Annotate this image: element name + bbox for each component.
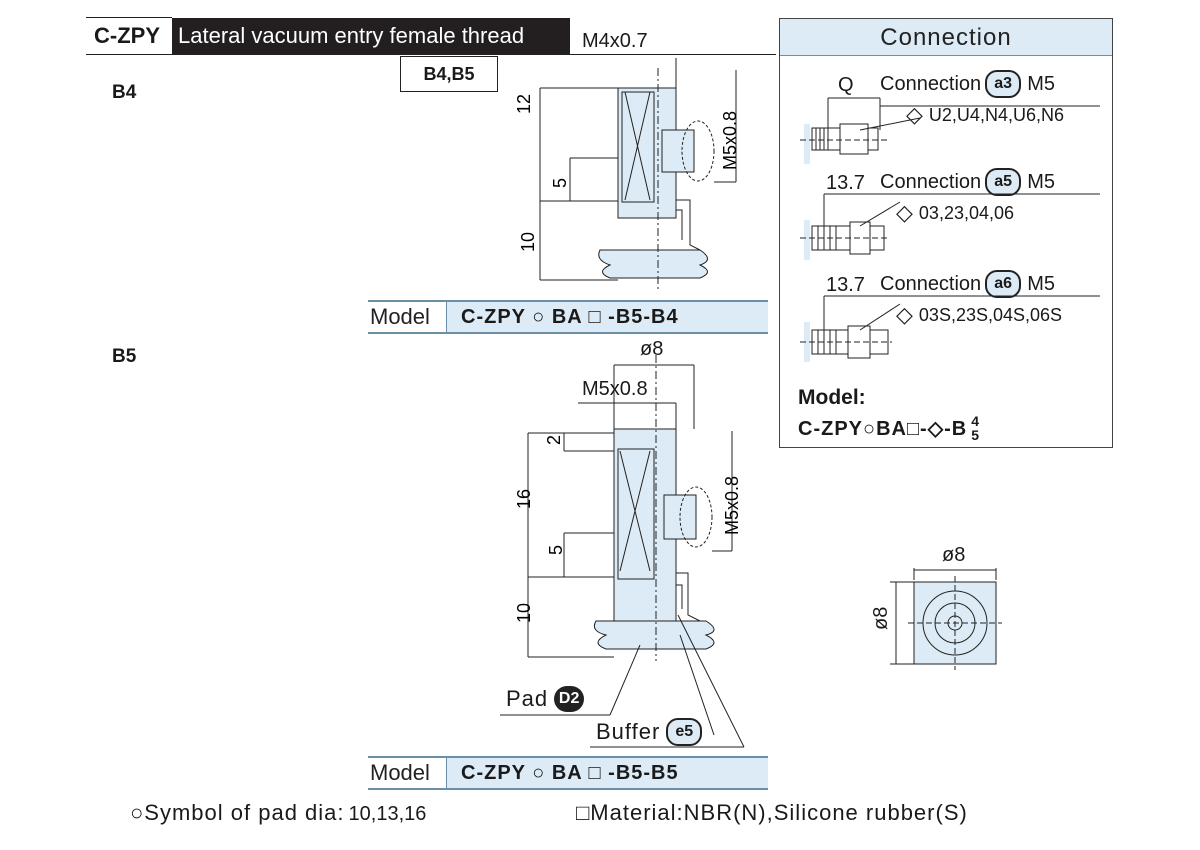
conn-1-title: Connection a3 M5 xyxy=(880,70,1055,98)
b5-dim-m5-side: M5x0.8 xyxy=(722,476,742,535)
b4-pad xyxy=(598,249,708,279)
conn-model-label: Model: xyxy=(798,386,866,409)
b5-dim-5: 5 xyxy=(546,545,566,555)
conn-2-options: 03,23,04,06 xyxy=(918,202,1015,223)
conn-1-options: U2,U4,N4,U6,N6 xyxy=(928,104,1064,125)
b4-cross-mark xyxy=(624,91,651,201)
b5-dim-dia: ø8 xyxy=(640,338,664,360)
diamond-icon: ◇ xyxy=(896,200,913,225)
pad-label: Pad xyxy=(506,686,549,711)
pad-callout: Pad D2 xyxy=(506,686,585,712)
b4-model-code: C-ZPY ○ BA □ -B5-B4 xyxy=(447,302,768,332)
header-product-code: C-ZPY xyxy=(86,18,168,54)
section-label-b4: B4 xyxy=(112,82,137,103)
conn-1-dim: Q xyxy=(838,74,854,96)
buffer-callout: Buffer e5 xyxy=(596,718,703,746)
b5-dim-16: 16 xyxy=(514,489,534,509)
b4-dim-5: 5 xyxy=(550,178,570,188)
connection-title: Connection xyxy=(780,19,1112,56)
conn-3-label: Connection xyxy=(880,272,982,295)
b4-model-bar: Model C-ZPY ○ BA □ -B5-B4 xyxy=(368,300,768,334)
section-label-b5: B5 xyxy=(112,346,137,367)
b4-dim-12: 12 xyxy=(514,94,534,114)
conn-3-dim: 13.7 xyxy=(826,274,865,296)
conn-model-sup: 4 xyxy=(971,413,979,429)
variant-badge: B4,B5 xyxy=(400,56,498,92)
b5-cross-mark xyxy=(619,450,651,572)
b5-port-ellipse xyxy=(679,486,713,548)
footer-pad-dia: ○Symbol of pad dia: 10,13,16 xyxy=(130,800,426,826)
top-view-dia-top: ø8 xyxy=(942,544,966,566)
conn-2-thread: M5 xyxy=(1027,170,1055,193)
conn-3-title: Connection a6 M5 xyxy=(880,270,1055,298)
conn-model-row: C-ZPY○BA□-◇-B 4 5 xyxy=(798,414,979,442)
diamond-icon: ◇ xyxy=(896,302,913,327)
buffer-label: Buffer xyxy=(596,719,661,744)
b4-dim-10: 10 xyxy=(518,232,538,252)
conn-2-title: Connection a5 M5 xyxy=(880,168,1055,196)
b5-drawing: 2 16 5 10 M5x0.8 xyxy=(500,355,745,748)
conn-1-label: Connection xyxy=(880,72,982,95)
conn-3-badge: a6 xyxy=(985,270,1022,298)
b4-dim-m4: M4x0.7 xyxy=(582,30,648,52)
b5-dim-10: 10 xyxy=(514,603,534,623)
footer-pad-values: 10,13,16 xyxy=(348,803,427,825)
conn-1-options-row: ◇ U2,U4,N4,U6,N6 xyxy=(906,102,1064,128)
b5-pad xyxy=(593,620,715,650)
b5-dim-2: 2 xyxy=(544,435,564,445)
b4-drawing: 12 5 10 M5x0.8 xyxy=(514,58,740,290)
top-view-drawing xyxy=(890,568,1002,670)
buffer-badge: e5 xyxy=(666,718,703,746)
b4-dim-m5: M5x0.8 xyxy=(720,111,740,170)
footer-pad-symbol: ○Symbol of pad dia: xyxy=(130,800,345,825)
conn-1-thread: M5 xyxy=(1027,72,1055,95)
b5-model-bar: Model C-ZPY ○ BA □ -B5-B5 xyxy=(368,756,768,790)
header-rule xyxy=(86,54,776,55)
conn-3-options: 03S,23S,04S,06S xyxy=(918,304,1063,325)
conn-2-badge: a5 xyxy=(985,168,1022,196)
header-top-rule xyxy=(86,17,172,18)
pad-badge: D2 xyxy=(554,686,585,712)
b4-port-ellipse xyxy=(681,120,715,182)
header-title: Lateral vacuum entry female thread xyxy=(172,18,570,54)
b4-model-label: Model xyxy=(368,302,447,332)
conn-3-options-row: ◇ 03S,23S,04S,06S xyxy=(896,302,1062,328)
conn-model-variants: 4 5 xyxy=(971,414,979,442)
diamond-icon: ◇ xyxy=(906,102,923,127)
conn-model-code: C-ZPY○BA□-◇-B xyxy=(798,417,968,440)
conn-2-label: Connection xyxy=(880,170,982,193)
b5-model-label: Model xyxy=(368,758,447,788)
conn-1-badge: a3 xyxy=(985,70,1022,98)
connection-panel xyxy=(779,18,1113,448)
b5-dim-m5-top: M5x0.8 xyxy=(582,378,648,400)
conn-2-options-row: ◇ 03,23,04,06 xyxy=(896,200,1014,226)
conn-model-sub: 5 xyxy=(971,427,979,443)
b5-model-code: C-ZPY ○ BA □ -B5-B5 xyxy=(447,758,768,788)
fitting-drawings xyxy=(800,97,1100,362)
conn-3-thread: M5 xyxy=(1027,272,1055,295)
conn-2-dim: 13.7 xyxy=(826,172,865,194)
footer-material: □Material:NBR(N),Silicone rubber(S) xyxy=(576,800,968,825)
